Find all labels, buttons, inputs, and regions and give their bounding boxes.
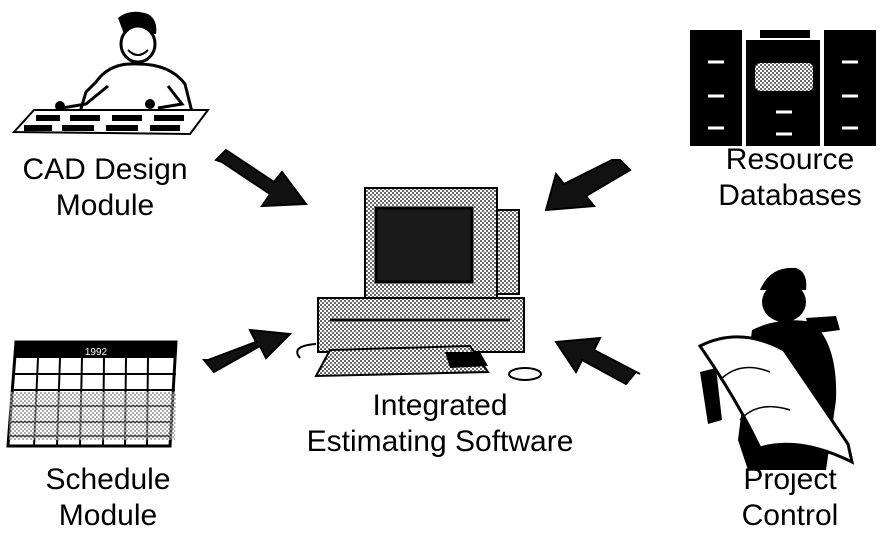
arrow-cad-to-software <box>214 148 308 208</box>
resources-label-line2: Databases <box>718 179 862 212</box>
schedule-calendar-icon: 1992 <box>6 340 178 448</box>
arrow-resources-to-software <box>544 159 632 212</box>
project-control-icon <box>697 267 855 470</box>
project-control-label: Project Control <box>715 462 865 534</box>
resources-label-line1: Resource <box>725 143 855 176</box>
computer-workstation-icon <box>296 187 542 381</box>
cad-label-line1: CAD Design <box>22 153 188 186</box>
schedule-label-line2: Module <box>58 499 158 532</box>
schedule-label-line1: Schedule <box>45 463 171 496</box>
arrow-project-to-software <box>554 336 641 386</box>
schedule-module-label: Schedule Module <box>18 462 198 534</box>
project-label-line1: Project <box>743 463 837 496</box>
calendar-header: 1992 <box>85 347 108 358</box>
resource-databases-label: Resource Databases <box>700 142 880 214</box>
integrated-estimating-software-label: Integrated Estimating Software <box>280 388 600 460</box>
resource-database-icon <box>690 30 876 146</box>
cad-design-module-label: CAD Design Module <box>5 152 205 224</box>
cad-designer-icon <box>11 11 210 136</box>
center-label-line1: Integrated <box>372 389 508 422</box>
project-label-line2: Control <box>741 499 839 532</box>
cad-label-line2: Module <box>55 189 155 222</box>
arrow-schedule-to-software <box>201 328 293 374</box>
center-label-line2: Estimating Software <box>306 425 574 458</box>
